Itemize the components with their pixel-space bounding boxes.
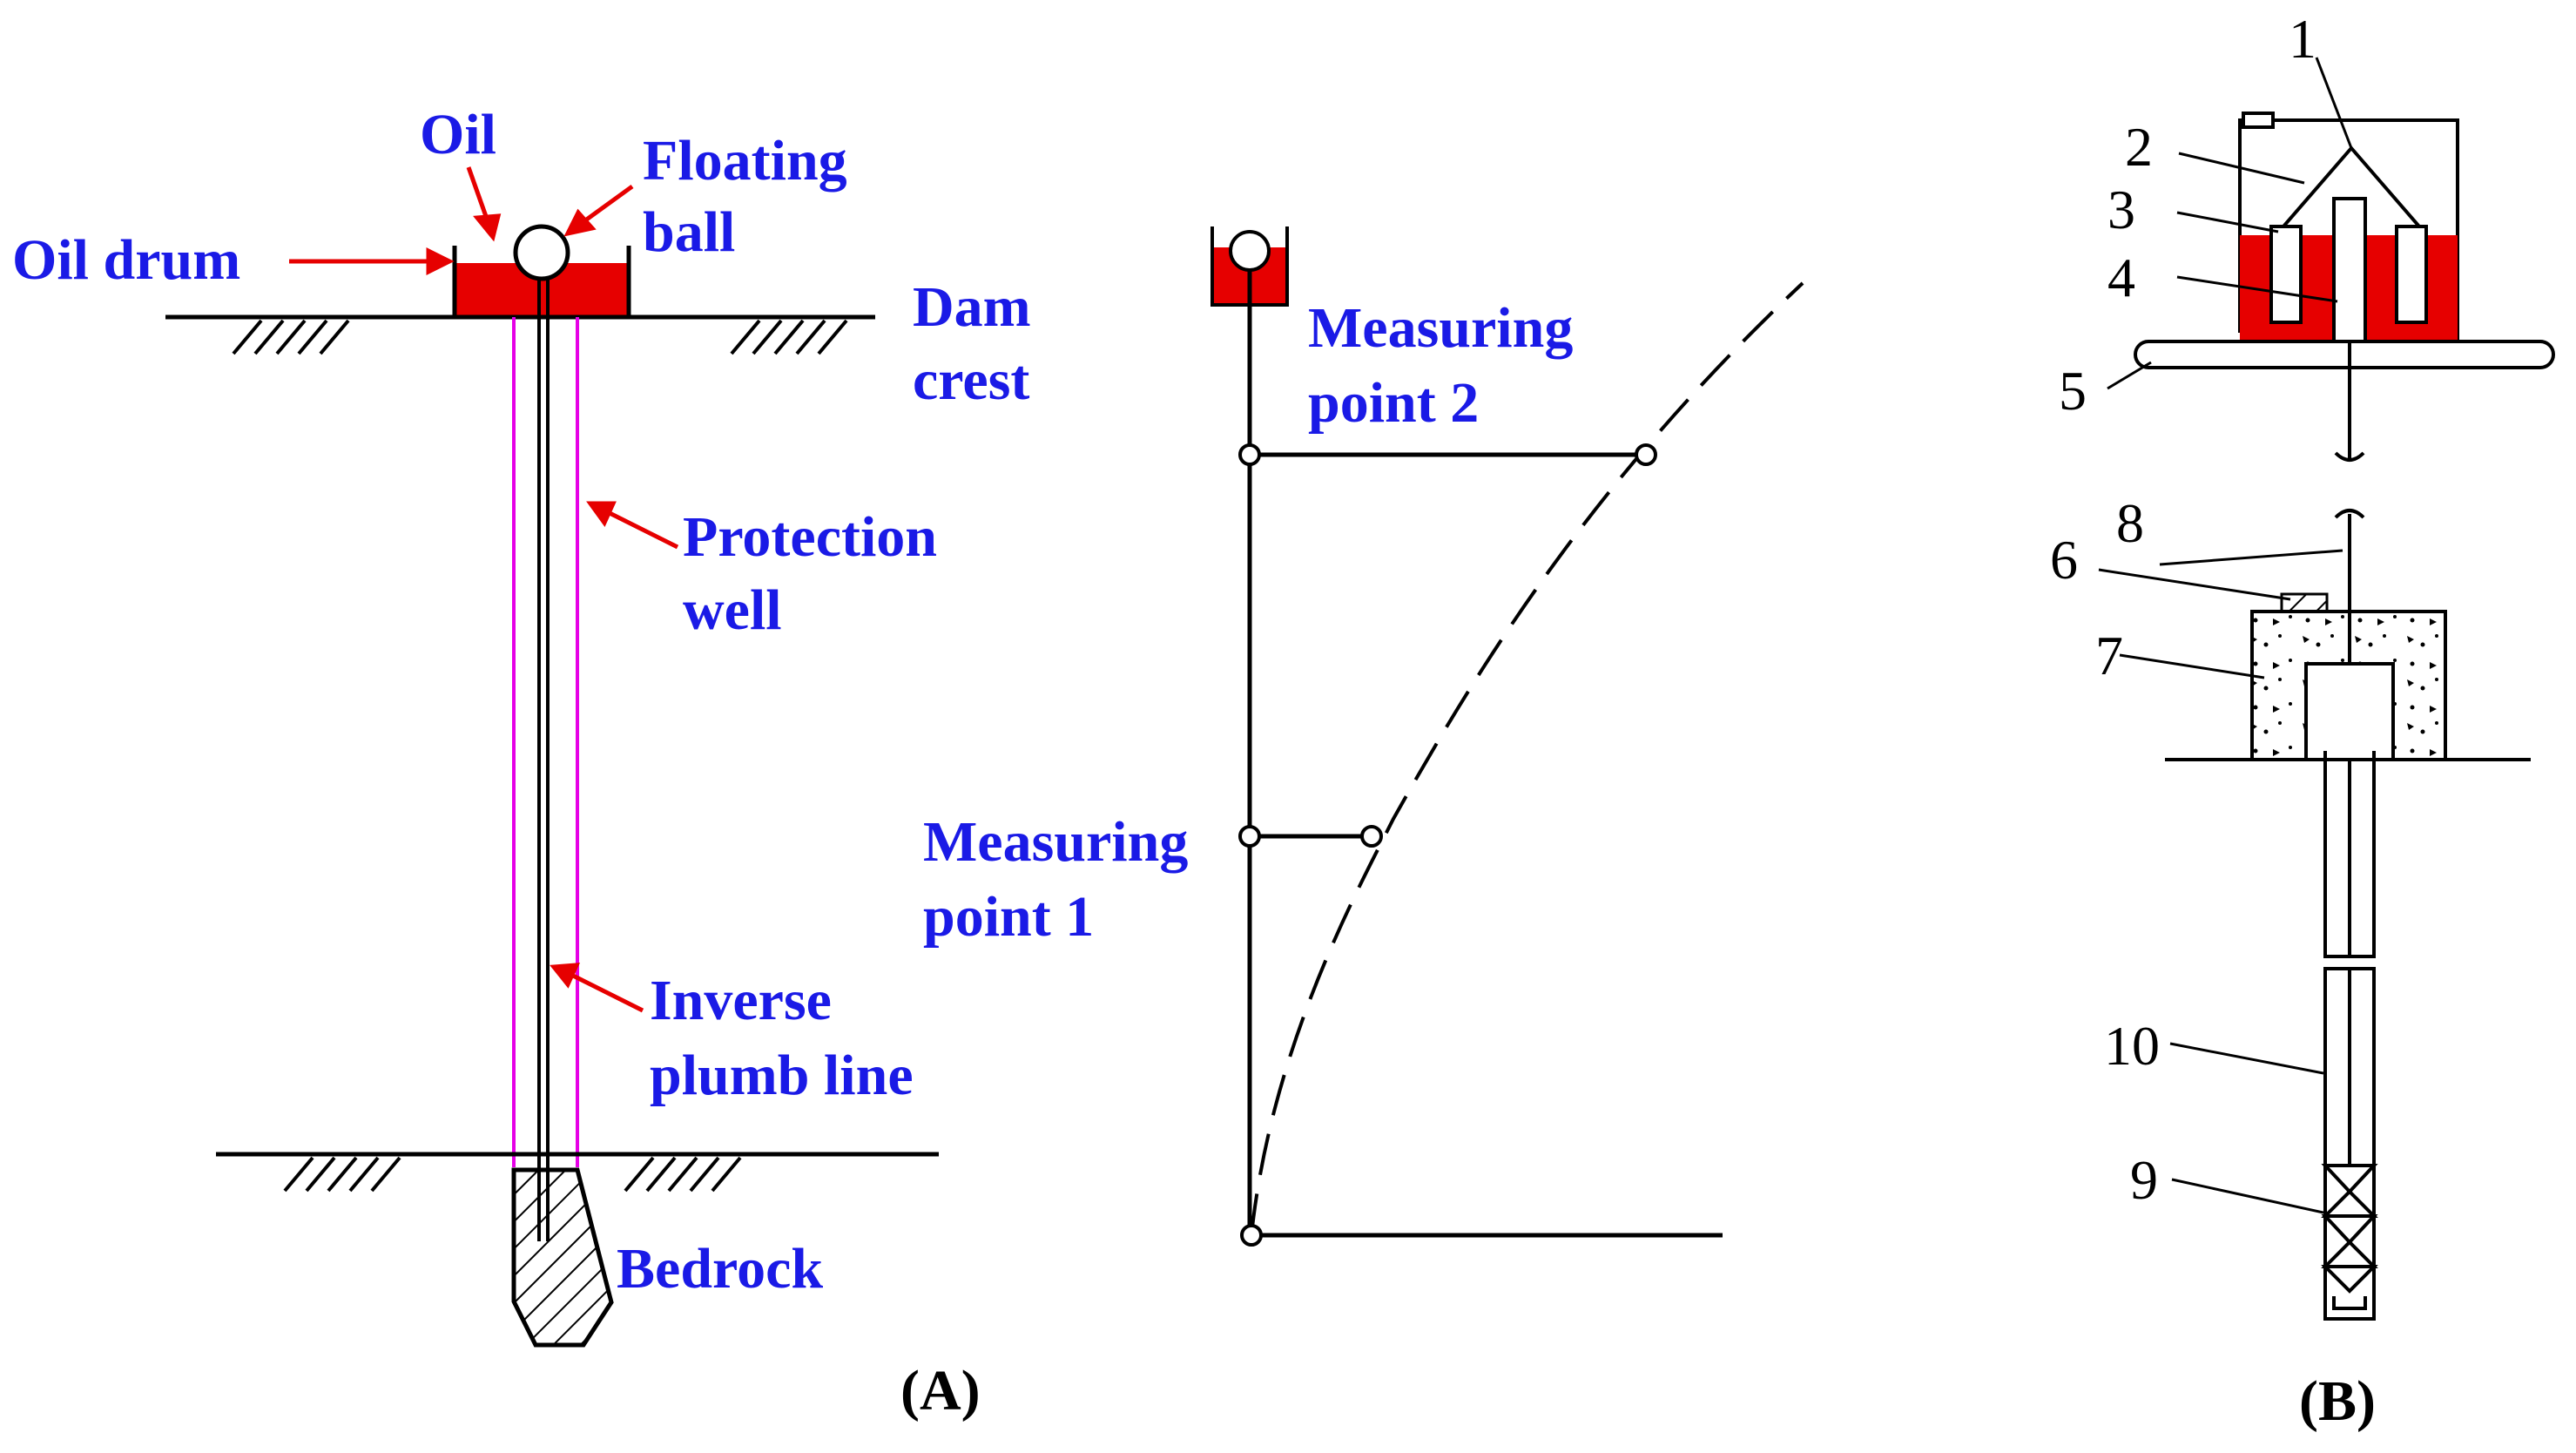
panel-a-schematic: Oil Floating ball Oil drum Dam crest Pro… xyxy=(12,103,1031,1348)
caption-b: (B) xyxy=(2299,1369,2376,1433)
label-inverse-plumb-line-line2: plumb line xyxy=(650,1044,914,1107)
panel-b-instrument: 1 2 3 4 5 6 7 8 9 10 xyxy=(2050,8,2555,1321)
anchor-section-9 xyxy=(2321,1164,2378,1321)
leader-lines xyxy=(2098,57,2353,1214)
part-number-7: 7 xyxy=(2095,625,2123,686)
pier-inner-opening xyxy=(2304,662,2395,760)
label-protection-well-line1: Protection xyxy=(683,505,937,569)
break-mark-upper xyxy=(2334,451,2365,462)
float-left xyxy=(2269,225,2303,324)
part-number-8: 8 xyxy=(2116,492,2144,554)
floating-ball xyxy=(513,224,570,281)
measuring-point-markers xyxy=(1238,443,1657,1247)
base-plate xyxy=(2134,340,2555,369)
label-bedrock: Bedrock xyxy=(617,1237,823,1301)
label-measuring-point-2-line1: Measuring xyxy=(1308,296,1573,360)
frame-cap xyxy=(2242,112,2275,129)
break-mark-lower xyxy=(2334,509,2365,519)
arrow-protection-well xyxy=(606,510,679,550)
ground-hatch-left xyxy=(232,319,350,355)
label-arrows xyxy=(289,166,679,1013)
label-measuring-point-1-line1: Measuring xyxy=(923,810,1188,874)
bedrock-hatch-right xyxy=(624,1156,742,1193)
clamp-6 xyxy=(2280,592,2329,613)
label-oil-drum: Oil drum xyxy=(12,228,240,292)
part-number-5: 5 xyxy=(2059,360,2087,422)
ground-hatch-right xyxy=(730,319,848,355)
part-number-3: 3 xyxy=(2107,179,2135,240)
mini-floating-ball xyxy=(1229,230,1271,272)
bedrock-hatch-left xyxy=(283,1156,401,1193)
casing-upper xyxy=(2323,751,2376,958)
label-dam-crest-line2: crest xyxy=(913,348,1029,412)
part-number-1: 1 xyxy=(2289,8,2316,70)
float-right xyxy=(2395,225,2428,324)
top-frame-wire xyxy=(2238,118,2459,341)
label-floating-ball-line1: Floating xyxy=(643,129,847,193)
caption-a: (A) xyxy=(900,1359,981,1423)
arrow-inverse-plumb-line xyxy=(568,971,644,1013)
arrow-floating-ball xyxy=(580,184,634,226)
label-floating-ball-line2: ball xyxy=(643,200,735,264)
arrow-oil xyxy=(466,166,490,222)
part-number-10: 10 xyxy=(2104,1015,2160,1077)
label-inverse-plumb-line-line1: Inverse xyxy=(650,969,832,1032)
bedrock-anchor xyxy=(511,1167,614,1348)
panel-a-deflection: Measuring point 2 Measuring point 1 xyxy=(923,226,1804,1247)
part-number-2: 2 xyxy=(2125,116,2153,178)
label-protection-well-line2: well xyxy=(683,578,782,642)
part-number-6: 6 xyxy=(2050,529,2078,591)
label-oil: Oil xyxy=(420,103,496,166)
label-measuring-point-1-line2: point 1 xyxy=(923,885,1094,949)
part-number-9: 9 xyxy=(2130,1149,2158,1211)
label-dam-crest-line1: Dam xyxy=(913,275,1031,339)
oil-drum xyxy=(452,246,631,320)
center-column xyxy=(2332,197,2367,343)
label-measuring-point-2-line2: point 2 xyxy=(1308,371,1479,435)
part-number-4: 4 xyxy=(2107,247,2135,308)
